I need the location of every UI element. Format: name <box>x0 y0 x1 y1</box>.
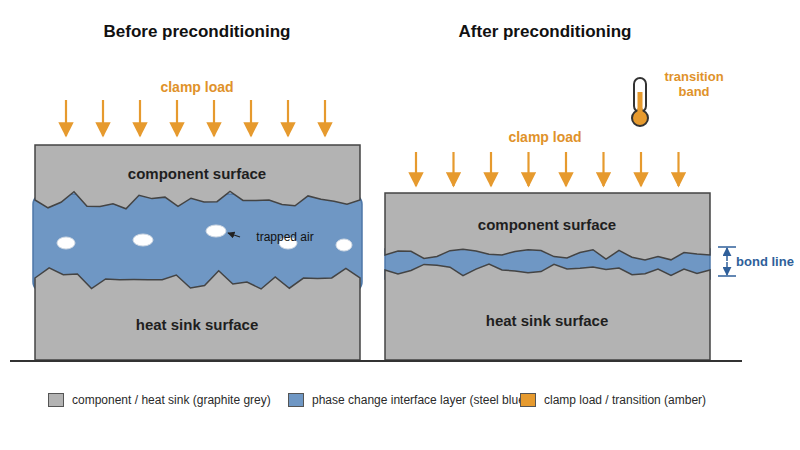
panel-title: After preconditioning <box>459 22 632 42</box>
component-surface-region: component surface <box>470 212 624 237</box>
surface-label: heat sink surface <box>486 312 609 329</box>
trapped-air-label: trapped air <box>256 231 313 245</box>
panel-title: Before preconditioning <box>104 22 291 42</box>
bond-line-label: bond line <box>736 255 794 270</box>
component-surface-region: component surface <box>120 161 274 186</box>
legend-text: clamp load / transition (amber) <box>544 393 706 407</box>
clamp-arrow <box>65 100 67 136</box>
clamp-arrows <box>66 100 325 136</box>
heat-sink-block <box>35 268 360 360</box>
clamp-arrow <box>452 152 454 186</box>
clamp-arrow <box>602 152 604 186</box>
leader-line <box>228 233 240 237</box>
surface-label: component surface <box>478 216 616 233</box>
clamp-arrow <box>565 152 567 186</box>
clamp-arrow <box>415 152 417 186</box>
clamp-arrow <box>176 100 178 136</box>
legend-text: phase change interface layer (steel blue… <box>312 393 529 407</box>
ground-line <box>10 360 742 362</box>
surface-label: heat sink surface <box>136 316 259 333</box>
heat-sink-region: heat sink surface <box>478 308 617 333</box>
transition-band-label: transition band <box>662 70 726 100</box>
heat-sink-block <box>385 264 710 360</box>
legend-entry: phase change interface layer (steel blue… <box>288 393 529 407</box>
clamp-load-label: clamp load <box>160 79 233 95</box>
legend-swatch <box>48 393 64 407</box>
clamp-arrow <box>287 100 289 136</box>
clamp-arrow <box>324 100 326 136</box>
clamp-arrow <box>640 152 642 186</box>
heat-sink-region: heat sink surface <box>128 312 267 337</box>
clamp-load-label: clamp load <box>508 129 581 145</box>
bond-line-bracket <box>718 247 736 276</box>
clamp-arrow <box>102 100 104 136</box>
clamp-arrow <box>490 152 492 186</box>
clamp-arrow <box>527 152 529 186</box>
legend-entry: clamp load / transition (amber) <box>520 393 706 407</box>
legend-text: component / heat sink (graphite grey) <box>72 393 271 407</box>
clamp-arrows <box>416 152 679 186</box>
clamp-arrow <box>677 152 679 186</box>
clamp-arrow <box>139 100 141 136</box>
component-block <box>35 145 360 209</box>
legend-swatch <box>288 393 304 407</box>
thermometer-icon <box>632 78 648 126</box>
clamp-arrow <box>213 100 215 136</box>
surface-label: component surface <box>128 165 266 182</box>
legend-entry: component / heat sink (graphite grey) <box>48 393 271 407</box>
legend-swatch <box>520 393 536 407</box>
interface-layer <box>33 194 362 292</box>
air-bubbles <box>57 225 352 251</box>
component-block <box>385 193 710 260</box>
clamp-arrow <box>250 100 252 136</box>
